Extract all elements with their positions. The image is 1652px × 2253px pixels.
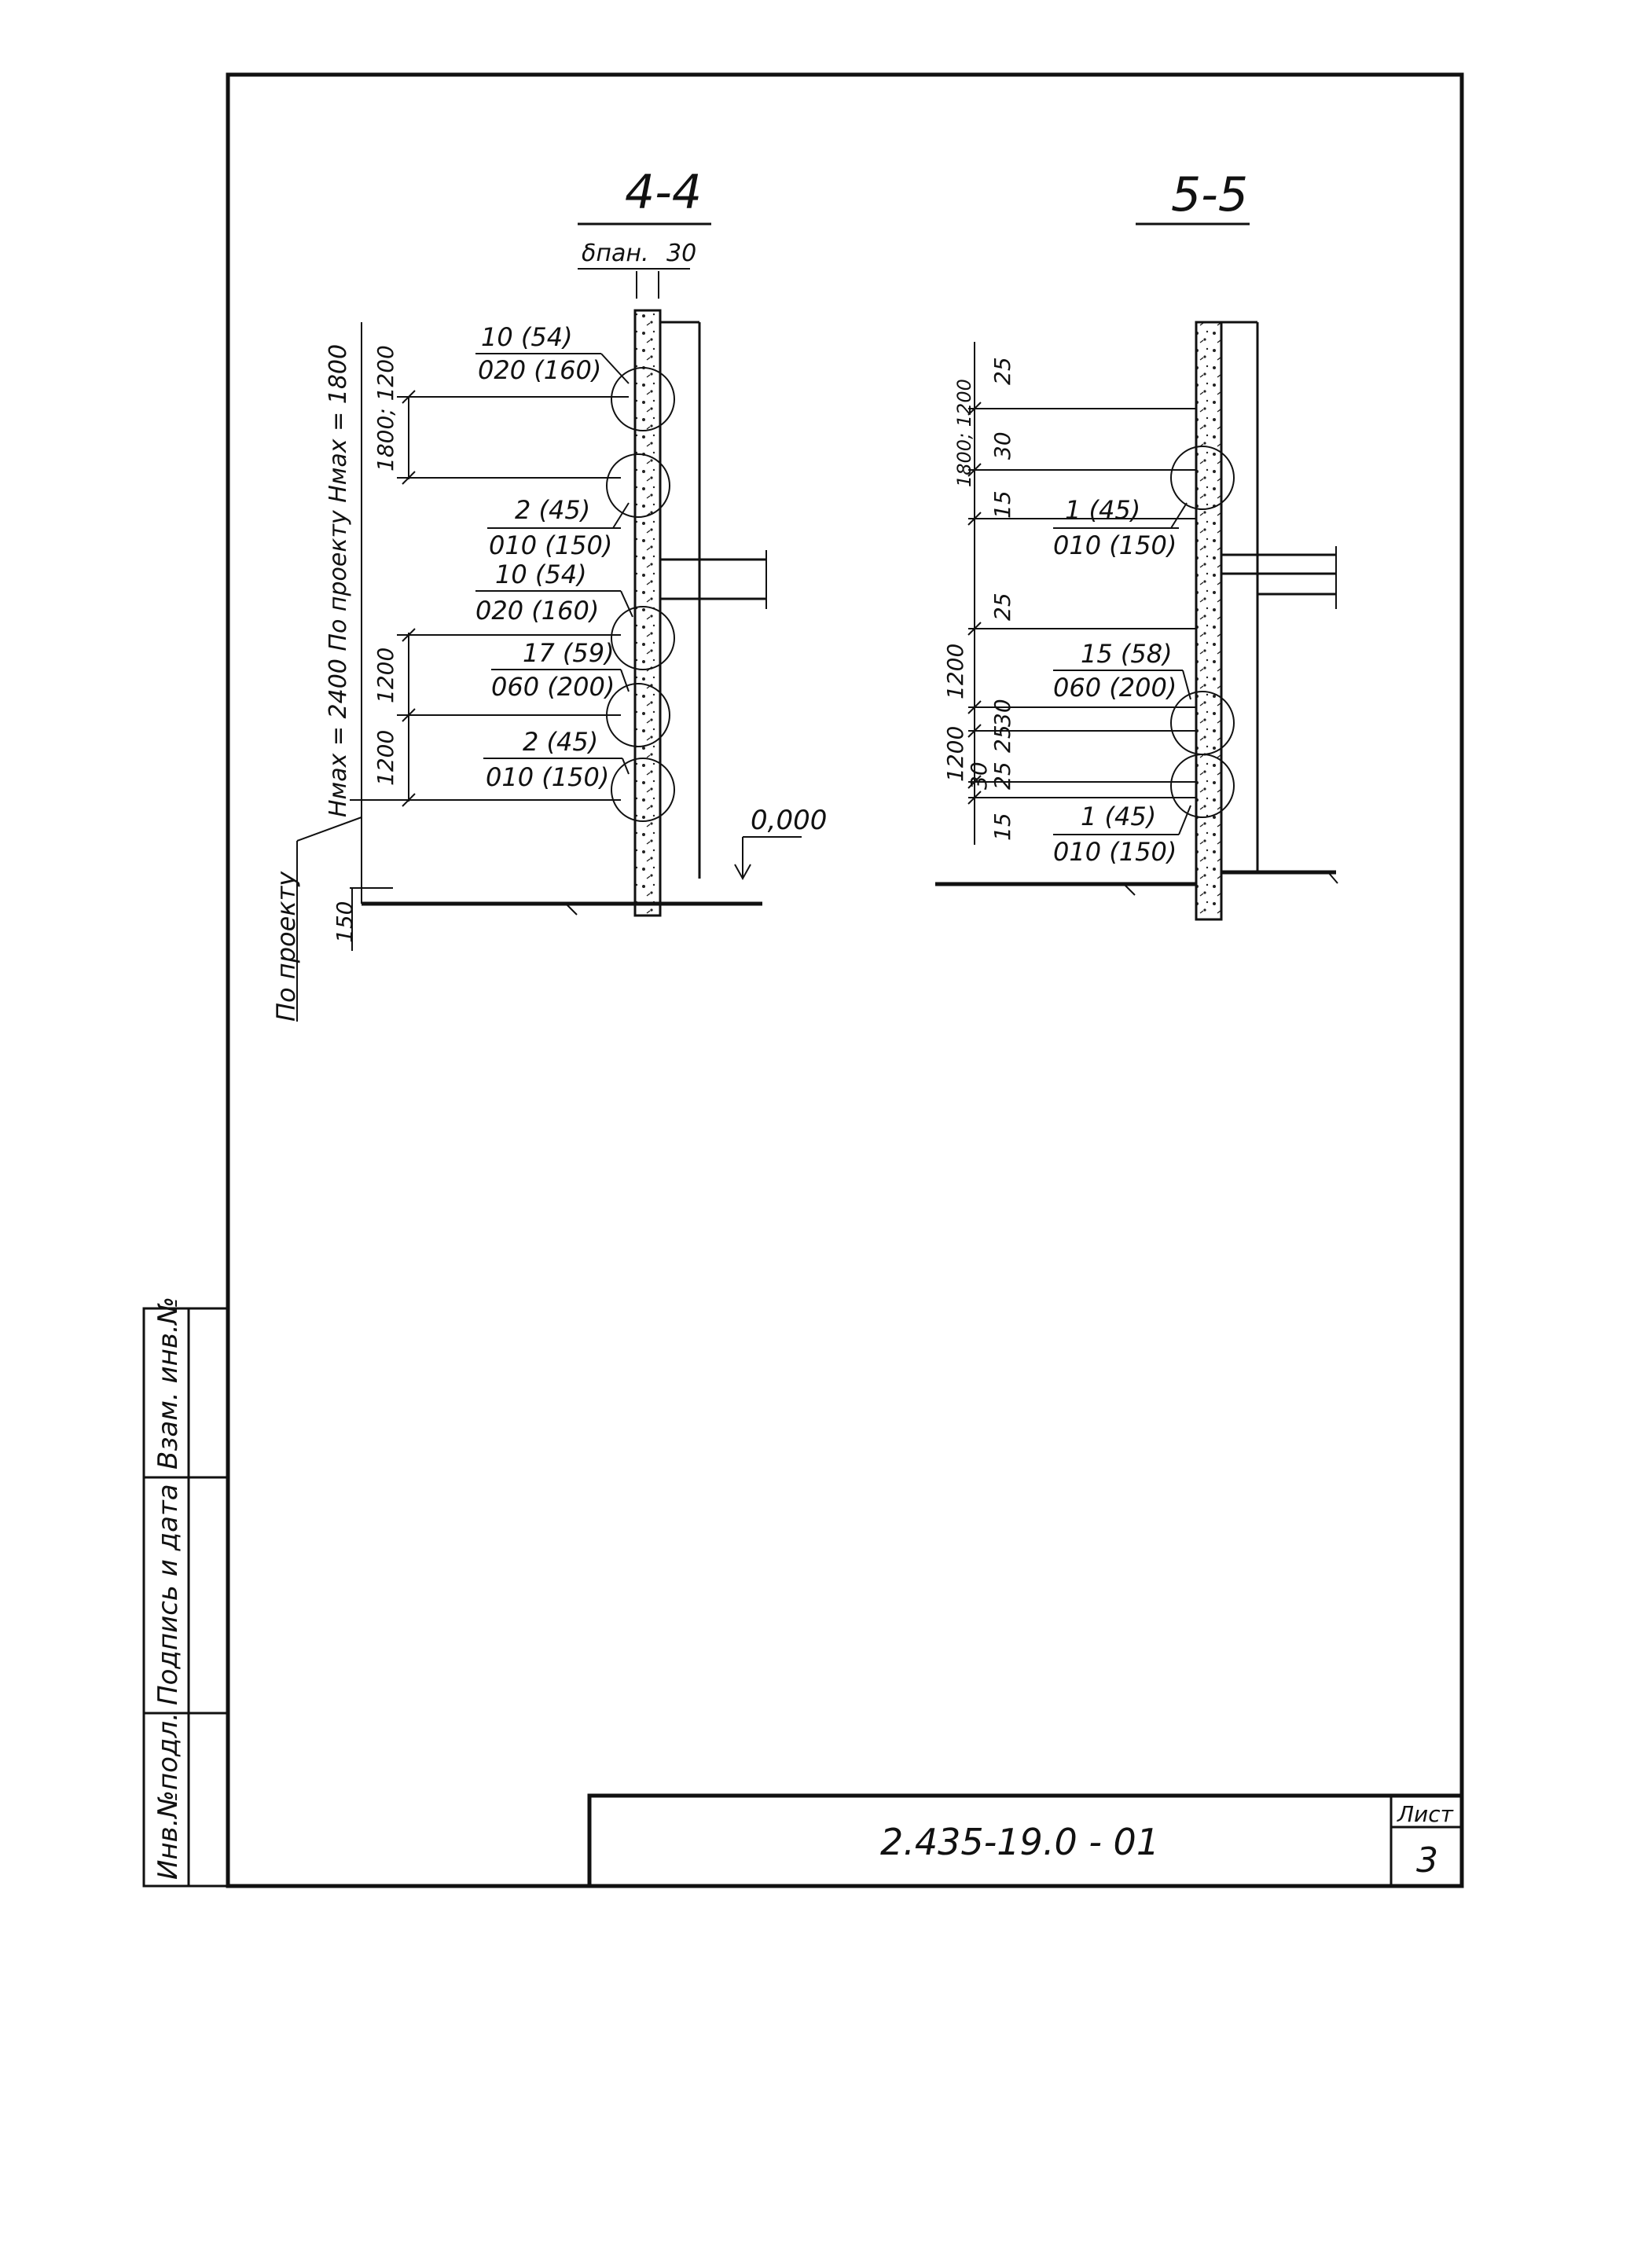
side-stamp-replace: Взам. инв.№ bbox=[152, 1297, 184, 1470]
node-4-4-2 bbox=[606, 453, 670, 518]
svg-text:10 (54): 10 (54) bbox=[481, 322, 573, 352]
svg-text:020 (160): 020 (160) bbox=[478, 355, 601, 385]
svg-text:010 (150): 010 (150) bbox=[486, 762, 609, 792]
node-5-5-3 bbox=[1170, 754, 1235, 818]
dim-5-5-d: 25 bbox=[989, 593, 1015, 621]
dim-4-4-top: 1800; 1200 bbox=[373, 345, 398, 472]
dim-5-5-i: 30 bbox=[966, 761, 992, 790]
dim-5-5-a: 25 bbox=[989, 357, 1015, 385]
node-5-5-1 bbox=[1170, 446, 1235, 510]
svg-text:2 (45): 2 (45) bbox=[515, 495, 590, 525]
dim-4-4-base: 150 bbox=[332, 901, 358, 943]
dim-4-4-height: Hмах = 2400 По проекту Hмах = 1800 bbox=[325, 344, 352, 817]
svg-text:10 (54): 10 (54) bbox=[495, 560, 587, 589]
callout-5-5-1: 1 (45) 010 (150) bbox=[1053, 495, 1188, 560]
svg-text:15 (58): 15 (58) bbox=[1081, 639, 1173, 669]
callout-4-4-3: 10 (54) 020 (160) bbox=[475, 560, 633, 626]
dims-5-5: 25 30 15 25 1200 30 25 1200 30 25 15 180… bbox=[942, 342, 1196, 845]
section-5-5-title: 5-5 bbox=[1171, 167, 1248, 222]
svg-text:010 (150): 010 (150) bbox=[1053, 530, 1177, 560]
svg-text:010 (150): 010 (150) bbox=[489, 530, 612, 560]
drawing-designation: 2.435-19.0 - 01 bbox=[880, 1821, 1159, 1863]
dim-5-5-g: 25 bbox=[989, 725, 1015, 753]
svg-text:060 (200): 060 (200) bbox=[491, 672, 615, 702]
svg-text:1 (45): 1 (45) bbox=[1081, 802, 1156, 831]
svg-text:2 (45): 2 (45) bbox=[523, 727, 598, 757]
dim-5-5-f: 30 bbox=[989, 699, 1015, 727]
dim-5-5-side: 1800; 1200 bbox=[953, 379, 975, 487]
dim-5-5-b: 30 bbox=[989, 431, 1015, 460]
panel-thickness-dim: 30 bbox=[666, 240, 696, 267]
dim-5-5-e: 1200 bbox=[942, 644, 968, 699]
dim-4-4-bot: 1200 bbox=[373, 730, 398, 786]
section-5-5: 5-5 1 (45) 010 (150) 15 (58) 060 (200) bbox=[935, 167, 1338, 921]
sheet-frame bbox=[226, 72, 1464, 1888]
panel-thickness-label: δпан. bbox=[582, 240, 649, 267]
dims-4-4: 1800; 1200 1200 1200 Hмах = 2400 По прое… bbox=[325, 322, 629, 951]
level-mark: 0,000 bbox=[751, 805, 827, 836]
callout-4-4-5: 2 (45) 010 (150) bbox=[483, 727, 630, 792]
side-stamp-inv: Инв.№подл. bbox=[152, 1712, 184, 1880]
node-4-4-5 bbox=[611, 758, 675, 822]
by-project-label: По проекту bbox=[271, 871, 301, 1022]
callout-4-4-4: 17 (59) 060 (200) bbox=[491, 638, 630, 702]
callout-5-5-2: 15 (58) 060 (200) bbox=[1053, 639, 1191, 703]
svg-text:010 (150): 010 (150) bbox=[1053, 837, 1177, 867]
side-stamp: Взам. инв.№ Подпись и дата Инв.№подл. bbox=[142, 1297, 229, 1888]
sheet-number: 3 bbox=[1416, 1840, 1438, 1881]
section-4-4: 4-4 δпан. 30 0,000 10 (54) bbox=[271, 165, 827, 1022]
node-4-4-3 bbox=[611, 606, 675, 670]
section-4-4-title: 4-4 bbox=[625, 165, 702, 220]
side-stamp-sign: Подпись и дата bbox=[152, 1484, 184, 1705]
wall-panel-4-4 bbox=[633, 309, 662, 917]
dim-5-5-c: 15 bbox=[989, 490, 1015, 519]
dim-5-5-j: 25 bbox=[989, 761, 1015, 790]
svg-text:17 (59): 17 (59) bbox=[523, 638, 615, 668]
svg-text:020 (160): 020 (160) bbox=[475, 596, 599, 626]
sheet-label: Лист bbox=[1397, 1801, 1454, 1827]
svg-text:060 (200): 060 (200) bbox=[1053, 673, 1177, 703]
node-4-4-1 bbox=[611, 367, 675, 431]
callout-4-4-2: 2 (45) 010 (150) bbox=[487, 495, 630, 560]
svg-text:1 (45): 1 (45) bbox=[1065, 495, 1140, 525]
title-block: 2.435-19.0 - 01 Лист 3 bbox=[587, 1793, 1464, 1888]
wall-panel-5-5 bbox=[1195, 321, 1223, 921]
dim-5-5-k: 15 bbox=[989, 813, 1015, 841]
dim-5-5-h: 1200 bbox=[942, 726, 968, 782]
callout-4-4-1: 10 (54) 020 (160) bbox=[475, 322, 630, 385]
callout-5-5-3: 1 (45) 010 (150) bbox=[1053, 802, 1191, 867]
dim-4-4-mid: 1200 bbox=[373, 648, 398, 703]
